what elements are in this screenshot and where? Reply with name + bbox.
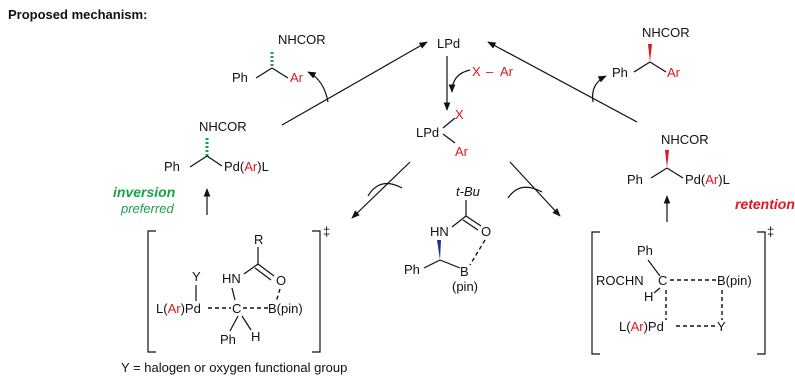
- left-reductive-elimination-curved-arrow: [307, 71, 329, 103]
- oxadd-x: X: [455, 107, 464, 122]
- aryl-halide-label: X – Ar: [472, 64, 514, 79]
- left-product-ph: Ph: [232, 70, 248, 85]
- right-int-nhcor: NHCOR: [661, 132, 709, 147]
- left-regeneration-arrow: [281, 41, 428, 126]
- oxadd-ar: Ar: [455, 144, 469, 159]
- left-ts-o: O: [276, 273, 286, 288]
- right-product-ar: Ar: [667, 65, 681, 80]
- right-product-ph: Ph: [612, 65, 628, 80]
- retention-label: retention: [735, 196, 795, 212]
- reagent-b: B: [460, 264, 469, 279]
- oxadd-lpd: LPd: [416, 125, 439, 140]
- reagent-tbu: t-Bu: [456, 184, 480, 199]
- right-int-wedge-bond: [665, 150, 669, 168]
- left-product: NHCOR Ph Ar: [232, 32, 326, 85]
- reagent-curved-arrow-left: [367, 182, 403, 197]
- reagent-o-b-dashed: [469, 239, 486, 266]
- oxadd-bond-x: [442, 117, 456, 129]
- left-ts-o-b-dashed: [275, 288, 281, 303]
- right-ts-pd: L(Ar)Pd: [619, 319, 664, 334]
- preferred-label: preferred: [120, 201, 175, 216]
- left-ts-dagger: ‡: [323, 224, 330, 239]
- right-reductive-elimination-curved-arrow: [591, 75, 607, 103]
- left-ts-r: R: [254, 232, 263, 247]
- oxadd-bond-ar: [442, 133, 456, 144]
- left-int-ph: Ph: [164, 159, 180, 174]
- reagent-o: O: [481, 224, 491, 239]
- right-intermediate: NHCOR Ph Pd(Ar)L: [627, 132, 730, 187]
- substrate-curved-arrow: [448, 69, 471, 93]
- right-ts-ph: Ph: [637, 243, 653, 258]
- reagent-ph: Ph: [404, 262, 420, 277]
- reagent-curved-arrow-right: [507, 186, 543, 199]
- reagent-hn: HN: [430, 224, 449, 239]
- right-product-wedge-bond: [648, 44, 652, 62]
- right-ts-rochn: ROCHN: [596, 273, 644, 288]
- left-transition-state: ‡ R O HN Y L(Ar)Pd C B(pin) Ph H: [147, 224, 330, 353]
- left-product-ar: Ar: [290, 70, 304, 85]
- y-definition-footnote: Y = halogen or oxygen functional group: [121, 360, 347, 375]
- right-int-pd: Pd(Ar)L: [685, 172, 730, 187]
- left-ts-bracket-open: [147, 230, 156, 353]
- left-product-nhcor: NHCOR: [278, 32, 326, 47]
- left-ts-y: Y: [192, 269, 201, 284]
- right-product: NHCOR Ph Ar: [612, 25, 690, 80]
- right-ts-bpin: B(pin): [717, 273, 752, 288]
- catalyst-lpd: LPd: [437, 36, 460, 51]
- right-ts-h: H: [644, 289, 653, 304]
- reagent-wedge-bond: [437, 240, 441, 260]
- aryl-halide-ar: Ar: [500, 64, 514, 79]
- right-regeneration-arrow: [487, 41, 638, 123]
- left-int-pd: Pd(Ar)L: [224, 159, 269, 174]
- left-ts-c: C: [232, 301, 241, 316]
- right-ts-dagger: ‡: [767, 224, 774, 239]
- left-transmetalation-arrow: [351, 161, 411, 219]
- right-product-nhcor: NHCOR: [642, 25, 690, 40]
- reagent-pin: (pin): [452, 279, 478, 294]
- aryl-halide-dash: –: [486, 64, 494, 79]
- scheme-heading: Proposed mechanism:: [8, 7, 147, 22]
- left-ts-bpin: B(pin): [268, 301, 303, 316]
- left-int-nhcor: NHCOR: [199, 119, 247, 134]
- right-ts-bracket-open: [591, 231, 600, 355]
- left-ts-bracket-close: [312, 230, 321, 353]
- inversion-label: inversion: [113, 184, 175, 200]
- right-ts-c: C: [658, 273, 667, 288]
- left-ts-pd: L(Ar)Pd: [156, 301, 201, 316]
- right-int-ph: Ph: [627, 172, 643, 187]
- right-ts-bracket-close: [757, 231, 766, 355]
- right-transition-state: ‡ Ph ROCHN C B(pin) H L(Ar)Pd Y: [591, 224, 774, 355]
- left-ts-ph: Ph: [220, 332, 236, 347]
- aryl-halide-x: X: [472, 64, 481, 79]
- left-ts-h: H: [251, 329, 260, 344]
- right-ts-y: Y: [717, 319, 726, 334]
- left-ts-hn: HN: [222, 271, 241, 286]
- left-intermediate: NHCOR Ph Pd(Ar)L: [164, 119, 269, 174]
- boron-reagent: t-Bu O HN Ph B (pin): [404, 184, 491, 294]
